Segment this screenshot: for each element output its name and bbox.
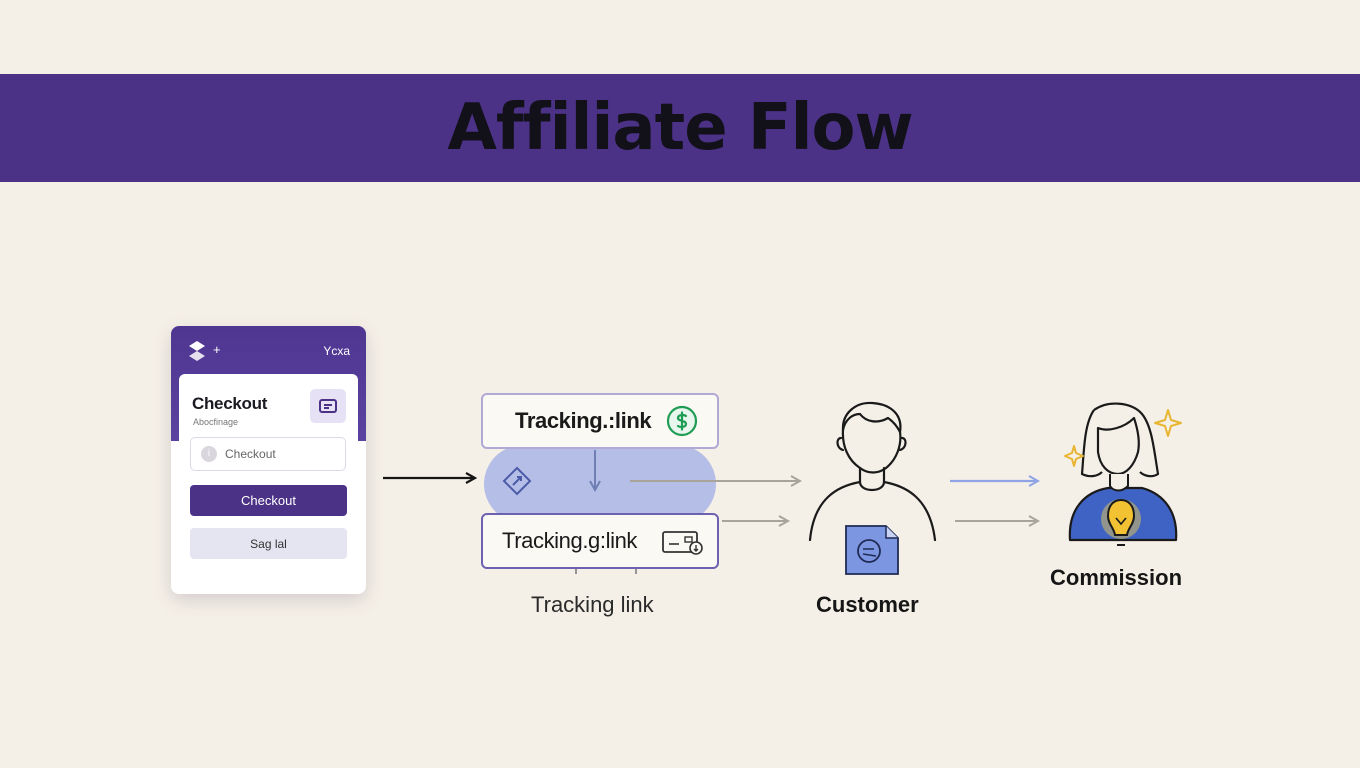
secondary-button[interactable]: Sag lal: [190, 528, 347, 559]
card-title: Checkout: [192, 394, 268, 413]
user-icon: i: [201, 446, 217, 462]
checkout-button[interactable]: Checkout: [190, 485, 347, 516]
diamond-arrow-icon: [502, 466, 532, 496]
card-body: Checkout Abocfinage i Checkout Checkout …: [179, 374, 358, 586]
lightbulb-icon: [1101, 498, 1141, 546]
card-payment-icon: [662, 531, 703, 555]
tracking-link-box-bottom[interactable]: Tracking.g:link: [481, 513, 719, 569]
checkout-input[interactable]: i Checkout: [190, 437, 346, 471]
title-banner: Affiliate Flow: [0, 74, 1360, 182]
dollar-coin-icon: [666, 405, 698, 437]
document-icon: [845, 525, 899, 575]
tracking-link-box-top[interactable]: Tracking.:link: [481, 393, 719, 449]
customer-avatar: [808, 401, 937, 542]
commission-label: Commission: [1050, 565, 1183, 590]
card-brand-name: Ycxa: [323, 344, 350, 358]
page-title: Affiliate Flow: [447, 91, 913, 165]
tracking-link-caption: Tracking link: [531, 592, 654, 617]
brand-logo-icon: [189, 341, 205, 361]
sparkle-icon: [1064, 409, 1182, 467]
tracking-link-label-top: Tracking.:link: [515, 408, 652, 433]
checkout-card: + Ycxa Checkout Abocfinage i Checkout Ch…: [171, 326, 366, 594]
customer-label: Customer: [816, 592, 919, 617]
checkout-input-placeholder: Checkout: [225, 447, 276, 461]
tracking-link-label-bottom: Tracking.g:link: [502, 528, 638, 553]
card-subtitle: Abocfinage: [193, 417, 239, 427]
card-plus: +: [213, 342, 221, 357]
folder-icon[interactable]: [310, 389, 346, 423]
